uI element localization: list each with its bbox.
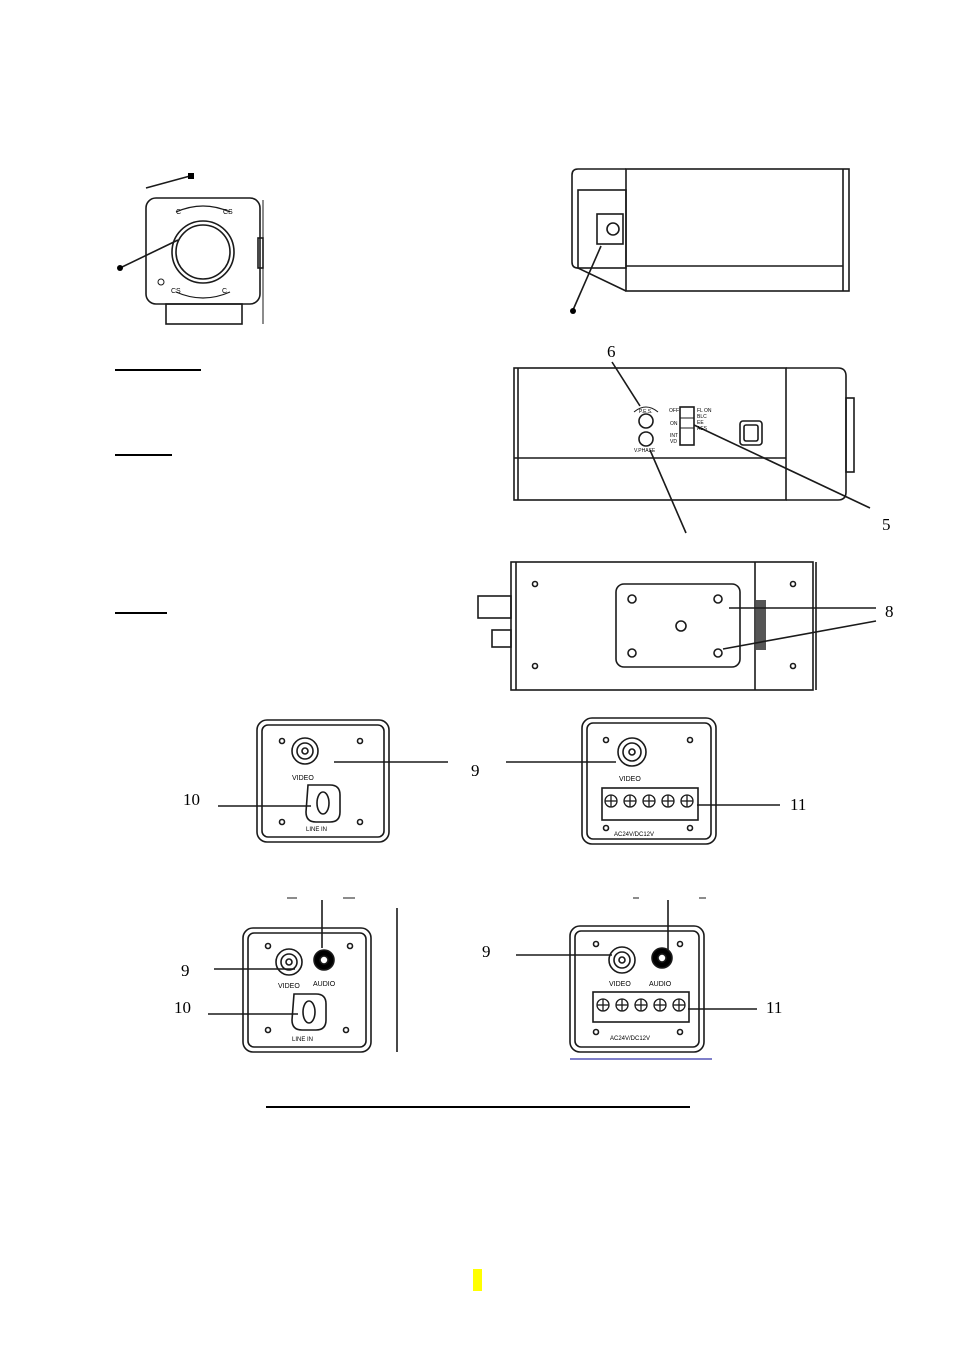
rear-c-audio-label: AUDIO	[313, 981, 336, 988]
rear-d-video-label: VIDEO	[609, 981, 631, 988]
rear-a-video-label: VIDEO	[292, 775, 314, 782]
rear-d-audio-label: AUDIO	[649, 981, 672, 988]
callout-6: 6	[607, 342, 616, 361]
rear-panel-audio-power-diagram	[516, 897, 757, 1060]
rear-b-video-label: VIDEO	[619, 776, 641, 783]
switch-label-ee: EE	[697, 420, 704, 426]
ring-label-cs-bottom: CS	[171, 288, 181, 295]
ring-label-cs-top: CS	[223, 209, 233, 216]
callout-10-rear-c: 10	[174, 998, 191, 1017]
rear-b-power-label: AC24V/DC12V	[614, 832, 654, 838]
heading-underline-1	[115, 369, 201, 371]
rear-panel-audio-line-in-diagram	[208, 897, 398, 1053]
switch-label-on: ON	[670, 421, 678, 427]
callout-11-rear-b: 11	[790, 795, 807, 814]
callout-8: 8	[885, 602, 894, 621]
switch-label-fl-on: FL ON	[697, 408, 712, 414]
rear-c-line-in-label: LINE IN	[292, 1037, 313, 1043]
switch-label-int: INT	[670, 433, 678, 439]
rear-d-power-label: AC24V/DC12V	[610, 1036, 650, 1042]
callout-5: 5	[882, 515, 891, 534]
callout-9-rear-c: 9	[181, 961, 190, 980]
callout-9-rear-d: 9	[482, 942, 491, 961]
front-view-diagram	[117, 173, 264, 325]
callout-10-rear-a: 10	[183, 790, 200, 809]
rear-c-video-label: VIDEO	[278, 983, 300, 990]
dial-label-vphase: V.PHASE	[634, 448, 656, 454]
rear-a-line-in-label: LINE IN	[306, 827, 327, 833]
ring-label-c-top: C	[176, 209, 181, 216]
rear-panel-power-diagram	[506, 717, 780, 845]
bottom-view-diagram	[477, 561, 877, 691]
side-view-top-diagram	[570, 168, 850, 314]
heading-underline-3	[115, 612, 167, 614]
callout-11-rear-d: 11	[766, 998, 783, 1017]
ring-label-c-bottom: C	[222, 288, 227, 295]
callout-9-rear-a: 9	[471, 761, 480, 780]
switch-label-aes: AES	[697, 426, 708, 432]
switch-label-off: OFF	[669, 408, 679, 414]
side-view-controls-diagram	[513, 361, 871, 534]
switch-label-vd: VD	[670, 439, 677, 445]
heading-underline-2	[115, 454, 172, 456]
switch-label-blc: BLC	[697, 414, 707, 420]
caption-underline	[266, 1106, 690, 1108]
page-number-highlight	[473, 1269, 482, 1291]
dial-label-pes: P.E.S.	[639, 409, 653, 415]
rear-panel-line-in-diagram	[218, 719, 448, 843]
